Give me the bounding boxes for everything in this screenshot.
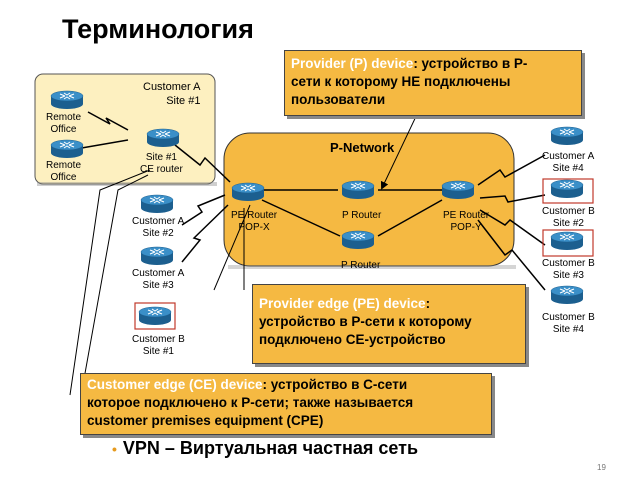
label-cust-a-site2-l1: Customer A [132,216,185,227]
label-p-router-2-l1: P Router [341,260,381,271]
label-cust-a-site2-l2: Site #2 [142,228,174,239]
link-site2-pe-x [181,194,226,226]
router-p-1 [341,180,375,200]
callout-p-device: Provider (P) device: устройство в P- сет… [284,50,582,116]
label-cust-b-site2-l2: Site #2 [552,218,584,229]
callout-ce-line1: Customer edge (CE) device: устройство в … [87,376,485,394]
callout-p-line2: сети к которому НЕ подключены [291,74,511,89]
router-cust-a-site3 [140,246,174,266]
label-pe-router-x-l1: PE Router [231,210,278,221]
label-cust-b-site1-l1: Customer B [132,334,185,345]
callout-pe-highlight: Provider edge (PE) device [259,296,426,311]
page-number: 19 [597,463,606,472]
label-pe-router-y: PE Router POP-Y [443,210,489,234]
callout-ce-line3: customer premises equipment (CPE) [87,413,324,428]
router-remote-office-2 [50,139,84,159]
label-cust-a-site3: Customer A Site #3 [132,268,184,292]
label-cust-a-site3-l2: Site #3 [142,280,174,291]
router-pe-y [441,180,475,200]
callout-p-line3: пользователи [291,92,386,107]
link-ce-pe-x [174,144,231,183]
link-peY-site4 [477,154,546,186]
slide-title: Терминология [62,14,254,44]
callout-pe-line1: Provider edge (PE) device: [259,295,519,313]
site1-box-label: Customer A Site #1 [143,80,200,108]
label-cust-b-site1: Customer B Site #1 [132,334,185,358]
label-cust-b-site3: Customer B Site #3 [542,258,595,282]
label-cust-a-site4: Customer A Site #4 [542,151,594,175]
vpn-bullet: • VPN – Виртуальная частная сеть [112,438,418,459]
label-remote-office-2: Remote Office [46,160,81,184]
label-p-router-1: P Router [342,210,381,222]
callout-ce-device: Customer edge (CE) device: устройство в … [80,373,492,435]
callout-p-highlight: Provider (P) device [291,56,414,71]
label-pe-router-x: PE Router POP-X [231,210,277,234]
vpn-bullet-text: VPN – Виртуальная частная сеть [122,438,419,458]
label-cust-a-site4-l2: Site #4 [552,163,584,174]
callout-pe-line2: устройство в P-сети к которому [259,314,472,329]
link-remote1-ce [87,111,129,131]
callout-ce-highlight: Customer edge (CE) device [87,377,263,392]
callout-pointers [69,107,421,396]
label-cust-b-site1-l2: Site #1 [142,346,174,357]
label-p-router-2: P Router [341,260,380,272]
label-remote-office-1-l2: Office [50,124,77,135]
router-p-2 [341,230,375,250]
router-pe-x [231,182,265,202]
label-cust-b-site2: Customer B Site #2 [542,206,595,230]
link-peY-bsite4 [477,219,546,291]
p-network-label: P-Network [330,140,395,155]
router-cust-b-site3 [550,231,584,251]
p-network-cloud [223,132,515,267]
label-remote-office-1: Remote Office [46,112,81,136]
callout-ce-line1-rest: : устройство в С-сети [262,377,408,392]
callout-p-line1-rest: : устройство в P- [413,56,528,71]
label-cust-b-site3-l2: Site #3 [552,270,584,281]
link-site3-pe-x [181,204,229,263]
router-cust-a-site2 [140,194,174,214]
label-pe-router-y-l2: POP-Y [450,222,482,233]
label-cust-a-site2: Customer A Site #2 [132,216,184,240]
callout-p-line1: Provider (P) device: устройство в P- [291,55,575,73]
label-pe-router-x-l2: POP-X [238,222,270,233]
label-ce-router: Site #1 CE router [140,152,183,176]
router-cust-b-site4 [550,285,584,305]
label-cust-b-site3-l1: Customer B [542,258,595,269]
label-cust-b-site4: Customer B Site #4 [542,312,595,336]
link-peY-bsite3 [479,209,546,246]
label-remote-office-1-l1: Remote [46,112,82,123]
label-cust-b-site2-l1: Customer B [542,206,595,217]
callout-pe-line1-rest: : [425,296,431,311]
bullet-dot-icon: • [112,441,117,457]
wan-links [87,111,546,291]
customer-b-frames [134,178,594,330]
router-remote-office-1 [50,90,84,110]
callout-pe-line3: подключено CE-устройство [259,332,446,347]
site1-box-label-line2: Site #1 [166,95,201,107]
label-pe-router-y-l1: PE Router [443,210,490,221]
router-cust-b-site2 [550,179,584,199]
label-p-router-1-l1: P Router [342,210,382,221]
link-peY-bsite2 [479,194,546,203]
label-ce-router-l1: Site #1 [145,152,177,163]
site1-box-label-line1: Customer A [143,81,201,93]
callout-ce-line2: которое подключено к P-сети; также назыв… [87,395,414,410]
label-cust-a-site3-l1: Customer A [132,268,185,279]
router-ce-site1 [146,128,180,148]
label-cust-b-site4-l2: Site #4 [552,324,584,335]
callout-pe-device: Provider edge (PE) device: устройство в … [252,284,526,364]
label-cust-b-site4-l1: Customer B [542,312,595,323]
router-cust-b-site1 [138,306,172,326]
router-cust-a-site4 [550,126,584,146]
label-cust-a-site4-l1: Customer A [542,151,595,162]
label-ce-router-l2: CE router [140,164,183,175]
label-remote-office-2-l1: Remote [46,160,82,171]
label-remote-office-2-l2: Office [50,172,77,183]
